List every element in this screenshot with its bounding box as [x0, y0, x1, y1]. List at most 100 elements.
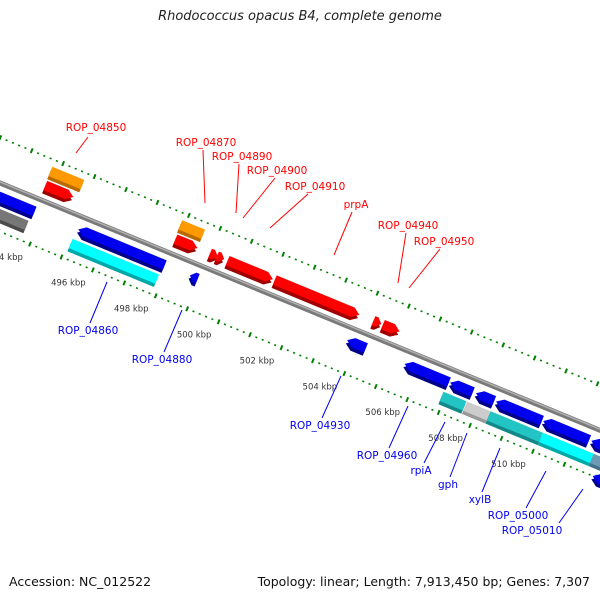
minor-tick — [338, 276, 342, 279]
minor-tick — [79, 263, 82, 266]
gene-label[interactable]: ROP_04910 — [285, 181, 346, 193]
gene-label[interactable]: ROP_04890 — [212, 151, 273, 163]
minor-tick — [112, 183, 115, 186]
leader-line — [525, 470, 547, 509]
gene-feature[interactable] — [206, 248, 220, 265]
major-tick — [469, 329, 474, 335]
leader-line — [449, 432, 468, 478]
minor-tick — [9, 235, 13, 238]
gene-feature[interactable] — [589, 471, 600, 501]
gene-feature[interactable] — [344, 336, 368, 356]
minor-tick — [556, 460, 560, 463]
gene-feature[interactable] — [473, 389, 497, 409]
gene-feature[interactable] — [0, 203, 29, 234]
gene-feature[interactable] — [493, 397, 544, 429]
minor-tick — [380, 388, 384, 391]
minor-tick — [41, 248, 44, 251]
minor-tick — [582, 470, 585, 474]
gene-label[interactable]: ROP_04870 — [176, 137, 237, 149]
minor-tick — [431, 408, 434, 412]
gene-feature[interactable] — [271, 275, 362, 322]
minor-tick — [204, 315, 208, 318]
minor-tick — [11, 141, 15, 144]
gene-body — [543, 419, 592, 445]
gene-feature[interactable] — [540, 416, 592, 448]
minor-tick — [49, 157, 52, 160]
gene-label[interactable]: ROP_04860 — [58, 325, 119, 337]
gene-feature[interactable] — [447, 378, 475, 400]
minor-tick — [495, 341, 499, 344]
kbp-label: 494 kbp — [0, 253, 23, 263]
gene-body — [215, 251, 225, 263]
gene-feature[interactable] — [75, 225, 167, 273]
minor-tick — [292, 351, 296, 354]
minor-tick — [255, 336, 258, 339]
gene-label[interactable]: gph — [438, 479, 458, 491]
gene-feature[interactable] — [0, 189, 37, 220]
major-tick — [562, 461, 567, 467]
gene-body — [43, 180, 74, 199]
major-tick — [218, 225, 223, 232]
gene-feature[interactable] — [47, 166, 85, 193]
gene-feature[interactable] — [537, 432, 594, 467]
gene-feature[interactable] — [67, 238, 160, 287]
major-tick — [499, 435, 504, 442]
minor-tick — [332, 273, 335, 277]
gene-label[interactable]: prpA — [344, 199, 370, 211]
gene-feature[interactable] — [224, 255, 274, 287]
minor-tick — [229, 325, 233, 329]
gene-feature[interactable] — [172, 234, 199, 256]
major-tick — [122, 280, 127, 286]
leader-line — [321, 375, 342, 419]
major-tick — [344, 277, 348, 283]
gene-feature[interactable] — [485, 411, 543, 446]
gene-label[interactable]: ROP_05000 — [488, 510, 549, 522]
gene-label[interactable]: ROP_04940 — [378, 220, 439, 232]
minor-tick — [193, 216, 197, 220]
gene-feature[interactable] — [461, 401, 491, 424]
minor-tick — [577, 374, 580, 378]
minor-tick — [53, 253, 57, 256]
minor-tick — [129, 284, 132, 287]
gene-label[interactable]: xylB — [469, 494, 492, 506]
gene-feature[interactable] — [401, 359, 451, 390]
gene-body — [496, 399, 544, 426]
major-tick — [373, 383, 378, 390]
minor-tick — [512, 442, 516, 445]
gene-feature[interactable] — [213, 251, 226, 267]
gene-feature[interactable] — [176, 220, 206, 243]
gene-label[interactable]: ROP_04880 — [132, 354, 193, 366]
gene-feature[interactable] — [42, 180, 75, 205]
minor-tick — [550, 457, 554, 461]
major-tick — [155, 199, 160, 206]
gene-label[interactable]: ROP_04850 — [66, 122, 127, 134]
minor-tick — [357, 284, 360, 287]
gene-body — [475, 391, 497, 406]
kbp-label: 508 kbp — [428, 434, 463, 444]
label-leader-lines — [75, 136, 584, 524]
gene-label[interactable]: ROP_04930 — [290, 420, 351, 432]
minor-tick — [160, 297, 164, 300]
major-tick — [405, 396, 410, 403]
gene-body — [68, 238, 160, 284]
minor-tick — [168, 206, 172, 209]
gene-feature[interactable] — [379, 319, 402, 339]
minor-tick — [211, 318, 214, 321]
gene-label[interactable]: ROP_04950 — [414, 236, 475, 248]
gene-label[interactable]: ROP_05010 — [502, 525, 563, 537]
gene-labels: ROP_04850ROP_04870ROP_04890ROP_04900ROP_… — [58, 122, 563, 537]
minor-tick — [382, 294, 386, 297]
minor-tick — [420, 310, 423, 313]
gene-label[interactable]: rpiA — [410, 465, 432, 477]
gene-feature[interactable] — [438, 391, 467, 414]
gene-label[interactable]: ROP_04960 — [357, 450, 418, 462]
major-tick — [501, 342, 506, 348]
minor-tick — [299, 354, 302, 357]
minor-tick — [141, 289, 145, 292]
minor-tick — [456, 419, 459, 422]
gene-feature[interactable] — [370, 316, 383, 332]
gene-feature[interactable] — [187, 271, 200, 287]
gene-body — [463, 401, 491, 421]
gene-label[interactable]: ROP_04900 — [247, 165, 308, 177]
